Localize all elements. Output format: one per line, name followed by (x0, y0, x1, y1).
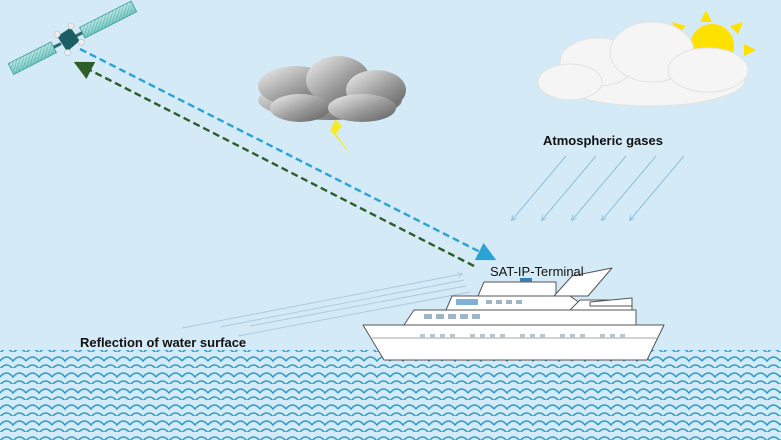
uplink-arrow (73, 61, 475, 268)
reflection-lines (181, 274, 471, 337)
hull-windows (420, 334, 625, 338)
atmospheric-gases-label: Atmospheric gases (543, 133, 663, 148)
lightning-bolt-icon (322, 116, 352, 156)
bridge-window (456, 299, 478, 305)
satellite-icon (7, 0, 138, 75)
sat-ip-terminal-label: SAT-IP-Terminal (490, 264, 584, 279)
atmospheric-arrows (512, 155, 685, 220)
storm-cloud (258, 56, 406, 156)
ship-icon (362, 267, 665, 361)
white-cloud (537, 21, 749, 107)
reflection-label: Reflection of water surface (80, 335, 246, 350)
sea-waves (0, 350, 781, 440)
sat-ip-terminal-antenna (520, 278, 532, 282)
